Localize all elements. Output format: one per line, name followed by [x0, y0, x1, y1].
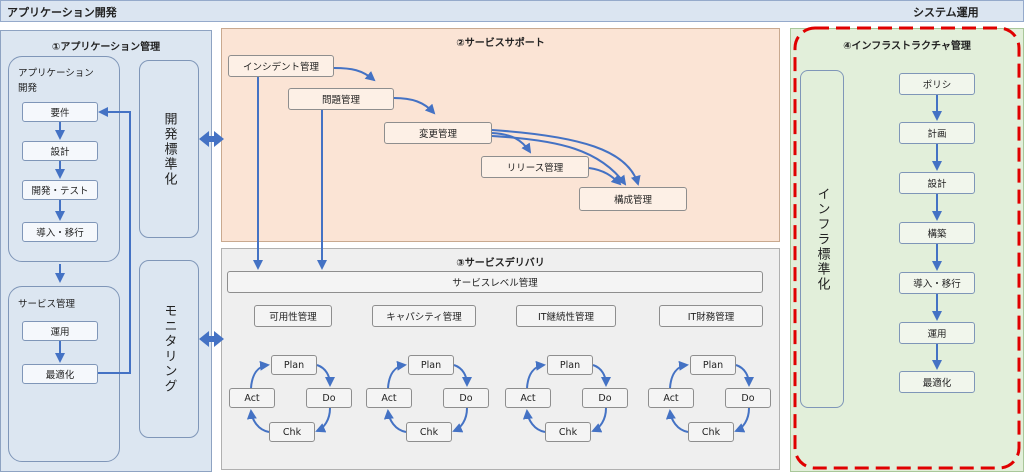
header-bar: アプリケーション開発 システム運用	[0, 0, 1024, 22]
infra-step-plan: 計画	[899, 122, 975, 144]
service-level-mgmt-box: サービスレベル管理	[227, 271, 763, 293]
incident-mgmt-box: インシデント管理	[228, 55, 334, 77]
infra-step-operation: 運用	[899, 322, 975, 344]
pdca1-plan: Plan	[271, 355, 317, 375]
pdca2-act: Act	[366, 388, 412, 408]
change-mgmt-box: 変更管理	[384, 122, 492, 144]
service-support-title: ②サービスサポート	[456, 38, 545, 49]
pdca2-plan: Plan	[408, 355, 454, 375]
pdca4-check: Chk	[688, 422, 734, 442]
pdca4-act: Act	[648, 388, 694, 408]
svc-mgmt-group-label: サービス管理	[18, 299, 76, 310]
release-mgmt-box: リリース管理	[481, 156, 589, 178]
infra-step-deploy: 導入・移行	[899, 272, 975, 294]
pdca3-plan: Plan	[547, 355, 593, 375]
dev-step-requirements: 要件	[22, 102, 98, 122]
pdca1-check: Chk	[269, 422, 315, 442]
pdca3-do: Do	[582, 388, 628, 408]
infra-step-optimize: 最適化	[899, 371, 975, 393]
svc-mgmt-group	[8, 286, 120, 462]
capacity-mgmt-box: キャパシティ管理	[372, 305, 476, 327]
svc-step-operation: 運用	[22, 321, 98, 341]
dev-step-dev-test: 開発・テスト	[22, 180, 98, 200]
dev-step-design: 設計	[22, 141, 98, 161]
config-mgmt-box: 構成管理	[579, 187, 687, 211]
it-continuity-mgmt-box: IT継続性管理	[516, 305, 616, 327]
pdca1-do: Do	[306, 388, 352, 408]
availability-mgmt-box: 可用性管理	[254, 305, 332, 327]
pdca3-act: Act	[505, 388, 551, 408]
pdca4-do: Do	[725, 388, 771, 408]
pdca2-do: Do	[443, 388, 489, 408]
app-management-title: ①アプリケーション管理	[51, 42, 161, 53]
dev-step-deploy: 導入・移行	[22, 222, 98, 242]
dev-standardization-box: 開発標準化	[139, 60, 199, 238]
pdca3-check: Chk	[545, 422, 591, 442]
service-delivery-title: ③サービスデリバリ	[456, 258, 545, 269]
infra-step-design: 設計	[899, 172, 975, 194]
app-dev-group-label: アプリケーション 開発	[18, 68, 94, 94]
infra-step-policy: ポリシ	[899, 73, 975, 95]
problem-mgmt-box: 問題管理	[288, 88, 394, 110]
sys-ops-title: システム運用	[913, 6, 979, 19]
svc-step-optimize: 最適化	[22, 364, 98, 384]
app-dev-title: アプリケーション開発	[7, 6, 117, 19]
pdca1-act: Act	[229, 388, 275, 408]
pdca4-plan: Plan	[690, 355, 736, 375]
monitoring-box: モニタリング	[139, 260, 199, 438]
infra-standardization-box: インフラ標準化	[800, 70, 844, 408]
pdca2-check: Chk	[406, 422, 452, 442]
infra-title: ④インフラストラクチャ管理	[843, 41, 971, 52]
it-finance-mgmt-box: IT財務管理	[659, 305, 763, 327]
infra-step-build: 構築	[899, 222, 975, 244]
